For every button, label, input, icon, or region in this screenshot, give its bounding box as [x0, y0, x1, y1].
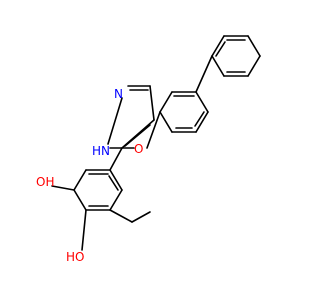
- chemical-structure: N H N O OH HO: [36, 35, 261, 264]
- bond-low-ring-2: [73, 169, 87, 191]
- bond-low-ring-3: [73, 189, 87, 211]
- molecule-canvas: N H N O OH HO: [36, 35, 261, 264]
- bond-ethyl-2: [131, 211, 151, 223]
- atom-label-phenol-oh: OH: [36, 175, 54, 189]
- bond-ethyl-1: [109, 209, 133, 223]
- bond-top-ring-6: [211, 35, 225, 57]
- bond-top-ring-3: [247, 55, 261, 77]
- atom-label-phenol-ho: HO: [66, 250, 84, 264]
- bond-mid-ring-4: [159, 111, 173, 133]
- bond-low-ring-5: [109, 189, 123, 211]
- bond-ether-aryl: [146, 111, 161, 149]
- bond-mid-ring-2: [195, 111, 209, 133]
- atom-label-n1: N: [114, 87, 123, 101]
- bond-biaryl: [195, 55, 213, 93]
- bond-pyr-5: [107, 97, 123, 145]
- atom-label-nh-h: H: [92, 144, 101, 158]
- bond-top-ring-5: [211, 55, 225, 77]
- bond-oh-bottom: [81, 209, 87, 251]
- bond-pyr-2: [149, 85, 155, 121]
- bond-mid-ring-1: [195, 91, 209, 113]
- bond-pyr-to-aryl: [109, 147, 123, 171]
- bond-layer: [51, 35, 261, 251]
- bond-top-ring-2: [247, 35, 261, 57]
- bond-mid-ring-5: [159, 91, 173, 113]
- bond-pyr-3b: [124, 124, 151, 147]
- bond-low-ring-inner-3: [108, 175, 119, 191]
- atom-label-nh-n: N: [101, 144, 110, 158]
- bond-top-ring-inner-3: [215, 41, 226, 57]
- bond-mid-ring-inner-3: [194, 111, 205, 127]
- atom-label-ether-o: O: [134, 142, 143, 156]
- bond-low-ring-6: [109, 169, 123, 191]
- bond-oh-top: [51, 185, 75, 191]
